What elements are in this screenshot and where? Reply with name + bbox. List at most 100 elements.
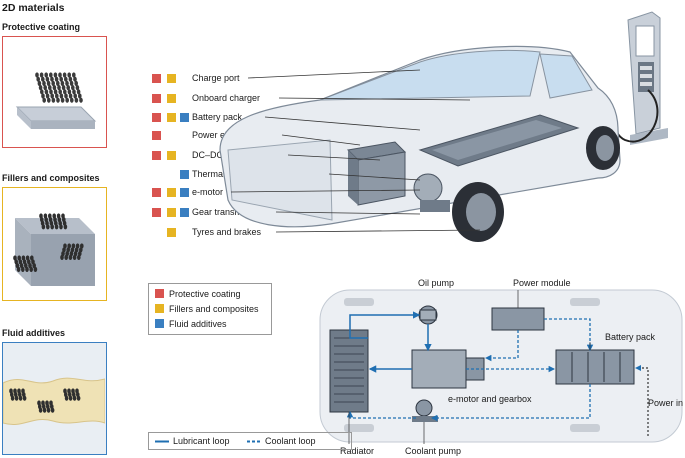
coated-sheet-illustration <box>15 72 97 129</box>
charging-station <box>607 11 668 145</box>
nanoflake <box>46 224 50 230</box>
fillers-composites-panel <box>2 187 107 301</box>
nanoflake <box>53 72 58 78</box>
nanoflake <box>63 89 67 95</box>
nanoflake <box>69 80 74 86</box>
nanoflake <box>76 395 81 401</box>
nanoflake <box>41 76 45 82</box>
nanoflake <box>67 72 71 78</box>
nanoflake <box>68 395 73 401</box>
nanoflake <box>74 97 79 103</box>
nanoflake <box>50 224 54 230</box>
nanoflake <box>41 224 46 230</box>
panel-title-fluid: Fluid additives <box>2 328 66 338</box>
nanoflake <box>42 80 46 86</box>
nanoflake <box>25 266 29 272</box>
power-module <box>491 307 545 331</box>
nanoflake <box>73 76 77 82</box>
nanoflake <box>58 72 62 78</box>
nanoflake <box>60 80 65 86</box>
cooling-schematic <box>319 289 683 444</box>
tag-protective <box>152 188 161 197</box>
nanoflake <box>42 407 47 413</box>
tag-fluid <box>180 170 189 179</box>
nanoflake <box>75 85 80 91</box>
nanoflake <box>72 254 77 260</box>
component-label: e-motor <box>192 187 224 197</box>
nanoflake <box>39 72 44 78</box>
nanoflake <box>45 93 50 99</box>
panel-title-protective: Protective coating <box>2 22 81 32</box>
tag-fluid <box>180 188 189 197</box>
nanoflake <box>62 72 67 78</box>
tag-fillers <box>167 94 176 103</box>
leader-line <box>275 229 481 233</box>
fluid-flow-illustration <box>2 377 106 425</box>
leader-line <box>247 69 421 79</box>
legend-swatch-yellow <box>155 304 164 313</box>
emotor-gearbox <box>411 349 467 389</box>
leader-line <box>275 211 421 215</box>
leader-line <box>278 97 471 101</box>
component-label: Charge port <box>192 73 240 83</box>
nanoflake <box>52 85 57 91</box>
nanoflake <box>78 93 82 99</box>
loop-legend: Lubricant loop Coolant loop <box>148 432 352 450</box>
nanoflake <box>65 97 69 103</box>
nanoflake <box>68 254 73 260</box>
nanoflake <box>54 76 59 82</box>
coolant-pump <box>415 399 433 417</box>
nanoflake <box>71 85 75 91</box>
nanoflake <box>51 80 55 86</box>
label-radiator: Radiator <box>340 446 375 456</box>
fluid-additives-panel <box>2 342 107 455</box>
leader-line <box>230 189 421 193</box>
protective-coating-panel <box>2 36 107 148</box>
nanoflake <box>14 395 19 401</box>
tag-protective <box>152 94 161 103</box>
tag-protective <box>152 208 161 217</box>
nanoflake <box>40 89 44 95</box>
nanoflake <box>61 85 66 91</box>
solid-line-icon <box>155 440 169 443</box>
tag-protective <box>152 74 161 83</box>
label-oil-pump: Oil pump <box>418 278 455 288</box>
radiator <box>329 329 369 413</box>
car-outline <box>319 289 683 443</box>
nanoflake <box>77 254 81 260</box>
legend-label: Fillers and composites <box>169 304 259 314</box>
label-power-in: Power in <box>648 398 684 408</box>
nanoflake <box>18 395 23 401</box>
nanoflake <box>21 266 25 272</box>
nanoflake <box>44 89 49 95</box>
nanoflake <box>41 93 45 99</box>
nanoflake <box>64 395 69 401</box>
tag-fillers <box>167 113 176 122</box>
label-emotor-gearbox: e-motor and gearbox <box>448 394 532 404</box>
tag-protective <box>152 113 161 122</box>
legend-label: Fluid additives <box>169 319 227 329</box>
nanoflake <box>37 80 42 86</box>
nanoflake <box>56 80 60 86</box>
nanoflake <box>73 93 77 99</box>
nanoflake <box>43 85 47 91</box>
tag-fillers <box>167 74 176 83</box>
legend-item-protective: Protective coating <box>155 289 241 299</box>
nanoflake <box>72 395 77 401</box>
tag-protective <box>152 131 161 140</box>
legend-swatch-red <box>155 289 164 298</box>
nanoflake <box>76 89 81 95</box>
nanoflake <box>58 89 62 95</box>
nanoflake <box>64 254 68 260</box>
label-power-module: Power module <box>513 278 571 288</box>
component-label: Onboard charger <box>192 93 261 103</box>
component-label: Gear transmission <box>192 207 266 217</box>
nanoflake <box>38 407 43 413</box>
leader-line <box>287 154 381 161</box>
nanoflake <box>57 85 61 91</box>
nanoflake <box>47 97 51 103</box>
nanoflake <box>33 266 38 272</box>
electric-car-illustration <box>219 11 668 242</box>
nanoflake <box>56 97 60 103</box>
nanoflake <box>64 93 68 99</box>
